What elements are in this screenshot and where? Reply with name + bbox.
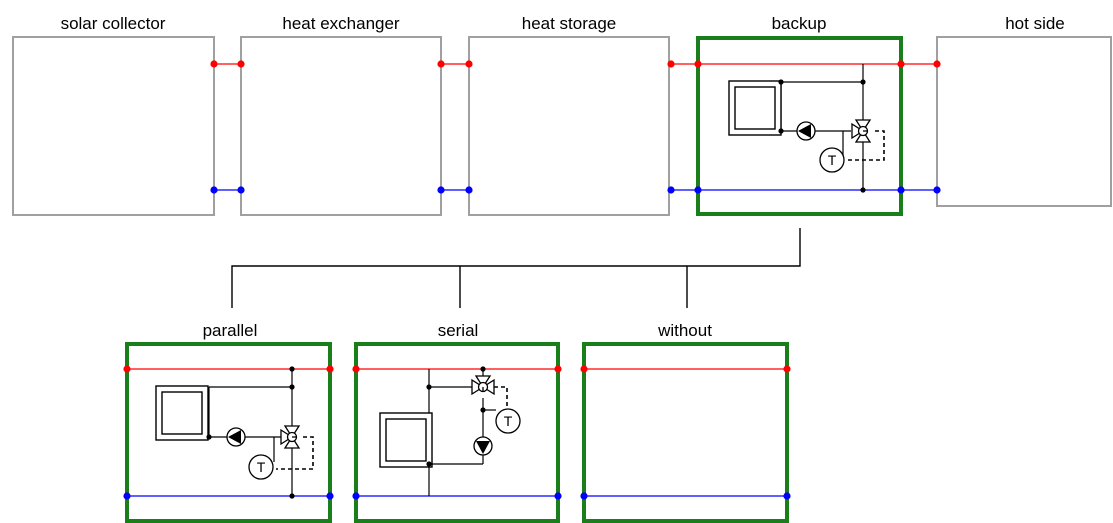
variant-serial[interactable]: serial T [352, 321, 562, 523]
serial-pump-icon [473, 436, 493, 456]
serial-temperature-sensor: T [495, 408, 521, 434]
solar-collector-block[interactable]: solar collector [12, 14, 215, 216]
backup-block[interactable]: backup T [671, 14, 903, 216]
variant-without[interactable]: without [580, 321, 791, 523]
backup-label: backup [772, 14, 827, 33]
variant-parallel[interactable]: parallel T [123, 321, 334, 523]
hot-side-label: hot side [1005, 14, 1065, 33]
without-box [582, 342, 789, 523]
top-connectors [210, 60, 941, 194]
svg-text:T: T [257, 459, 266, 475]
hot-side-block[interactable]: hot side [936, 14, 1112, 207]
backup-temperature-sensor: T [819, 147, 845, 173]
solar-collector-label: solar collector [61, 14, 166, 33]
solar-collector-box [12, 36, 215, 216]
heat-exchanger-block[interactable]: heat exchanger [240, 14, 442, 216]
heat-storage-box [468, 36, 670, 216]
without-label: without [657, 321, 712, 340]
parallel-label: parallel [203, 321, 258, 340]
heat-storage-block[interactable]: heat storage [468, 14, 670, 216]
svg-text:T: T [504, 413, 513, 429]
parallel-boiler-icon [155, 385, 209, 441]
heat-storage-label: heat storage [522, 14, 617, 33]
svg-text:T: T [828, 152, 837, 168]
serial-label: serial [438, 321, 479, 340]
hot-side-box [936, 36, 1112, 207]
heat-exchanger-box [240, 36, 442, 216]
serial-boiler-icon [379, 412, 433, 468]
variant-tree [231, 228, 801, 308]
backup-boiler-icon [728, 80, 782, 136]
parallel-temperature-sensor: T [248, 454, 274, 480]
backup-pump-icon [796, 121, 816, 141]
heat-exchanger-label: heat exchanger [282, 14, 400, 33]
parallel-pump-icon [226, 427, 246, 447]
backup-control-line [846, 130, 885, 161]
